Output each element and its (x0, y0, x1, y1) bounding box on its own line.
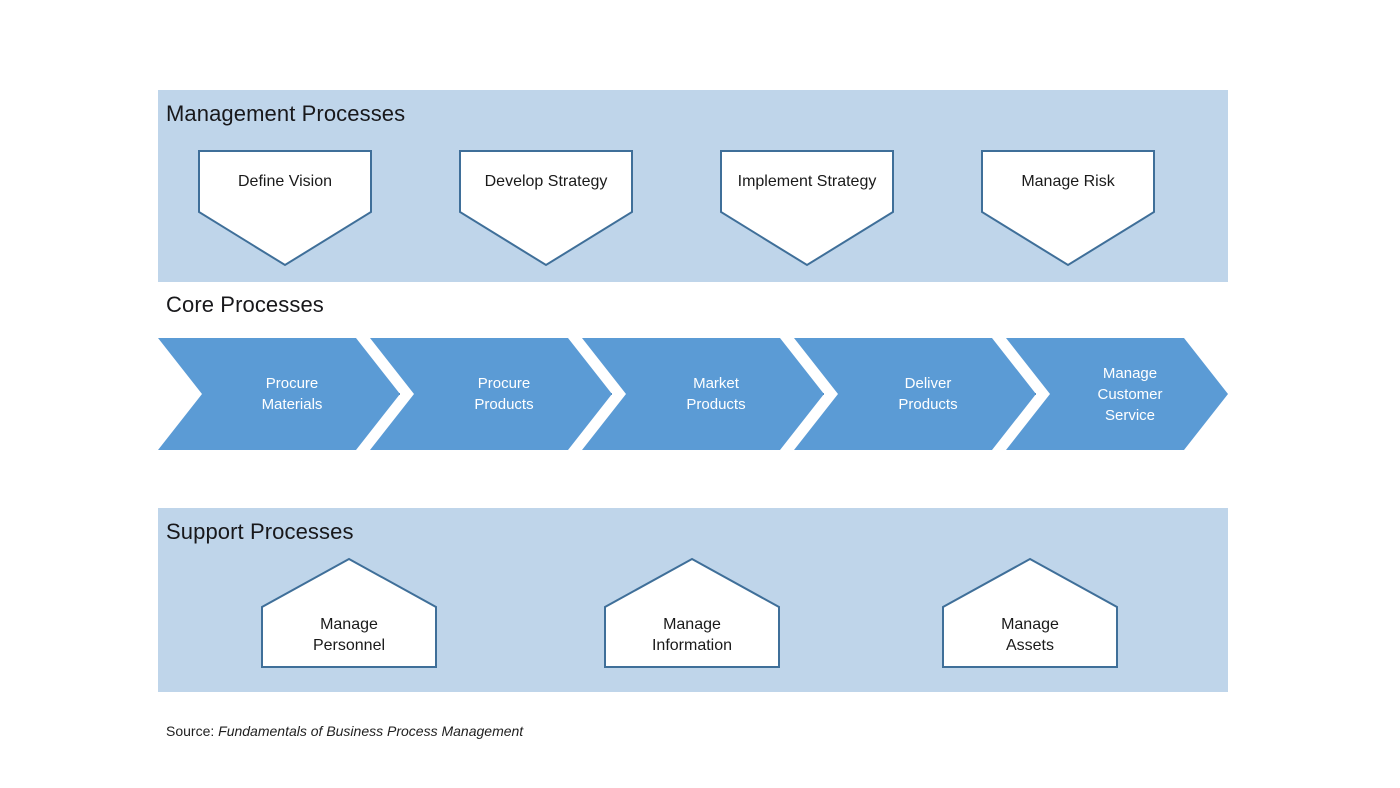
process-shape-define-vision[interactable]: Define Vision (198, 150, 372, 267)
chevron-right-icon (582, 338, 824, 450)
source-title: Fundamentals of Business Process Managem… (218, 723, 524, 739)
chevron-right-icon (794, 338, 1036, 450)
pentagon-down-icon (198, 150, 372, 267)
process-chevron-deliver-products[interactable]: Deliver Products (794, 338, 1036, 450)
pentagon-down-icon (459, 150, 633, 267)
pentagon-up-icon (261, 557, 437, 668)
chevron-right-icon (1006, 338, 1228, 450)
process-chevron-procure-materials[interactable]: Procure Materials (158, 338, 400, 450)
process-shape-manage-risk[interactable]: Manage Risk (981, 150, 1155, 267)
support-section-title: Support Processes (166, 519, 354, 544)
process-shape-develop-strategy[interactable]: Develop Strategy (459, 150, 633, 267)
source-prefix: Source: (166, 723, 215, 739)
process-shape-manage-information[interactable]: Manage Information (604, 557, 780, 668)
source-note: Source: Fundamentals of Business Process… (166, 722, 523, 740)
process-shape-manage-personnel[interactable]: Manage Personnel (261, 557, 437, 668)
process-chevron-manage-customer-service[interactable]: Manage Customer Service (1006, 338, 1228, 450)
core-processes-chevron-row: Procure Materials Procure Products Marke… (158, 338, 1228, 450)
process-shape-manage-assets[interactable]: Manage Assets (942, 557, 1118, 668)
management-section-title: Management Processes (166, 101, 406, 126)
chevron-right-icon (370, 338, 612, 450)
chevron-right-icon (158, 338, 400, 450)
core-section-title: Core Processes (166, 292, 324, 317)
pentagon-up-icon (942, 557, 1118, 668)
process-chevron-procure-products[interactable]: Procure Products (370, 338, 612, 450)
process-chevron-market-products[interactable]: Market Products (582, 338, 824, 450)
pentagon-down-icon (981, 150, 1155, 267)
pentagon-down-icon (720, 150, 894, 267)
pentagon-up-icon (604, 557, 780, 668)
process-shape-implement-strategy[interactable]: Implement Strategy (720, 150, 894, 267)
